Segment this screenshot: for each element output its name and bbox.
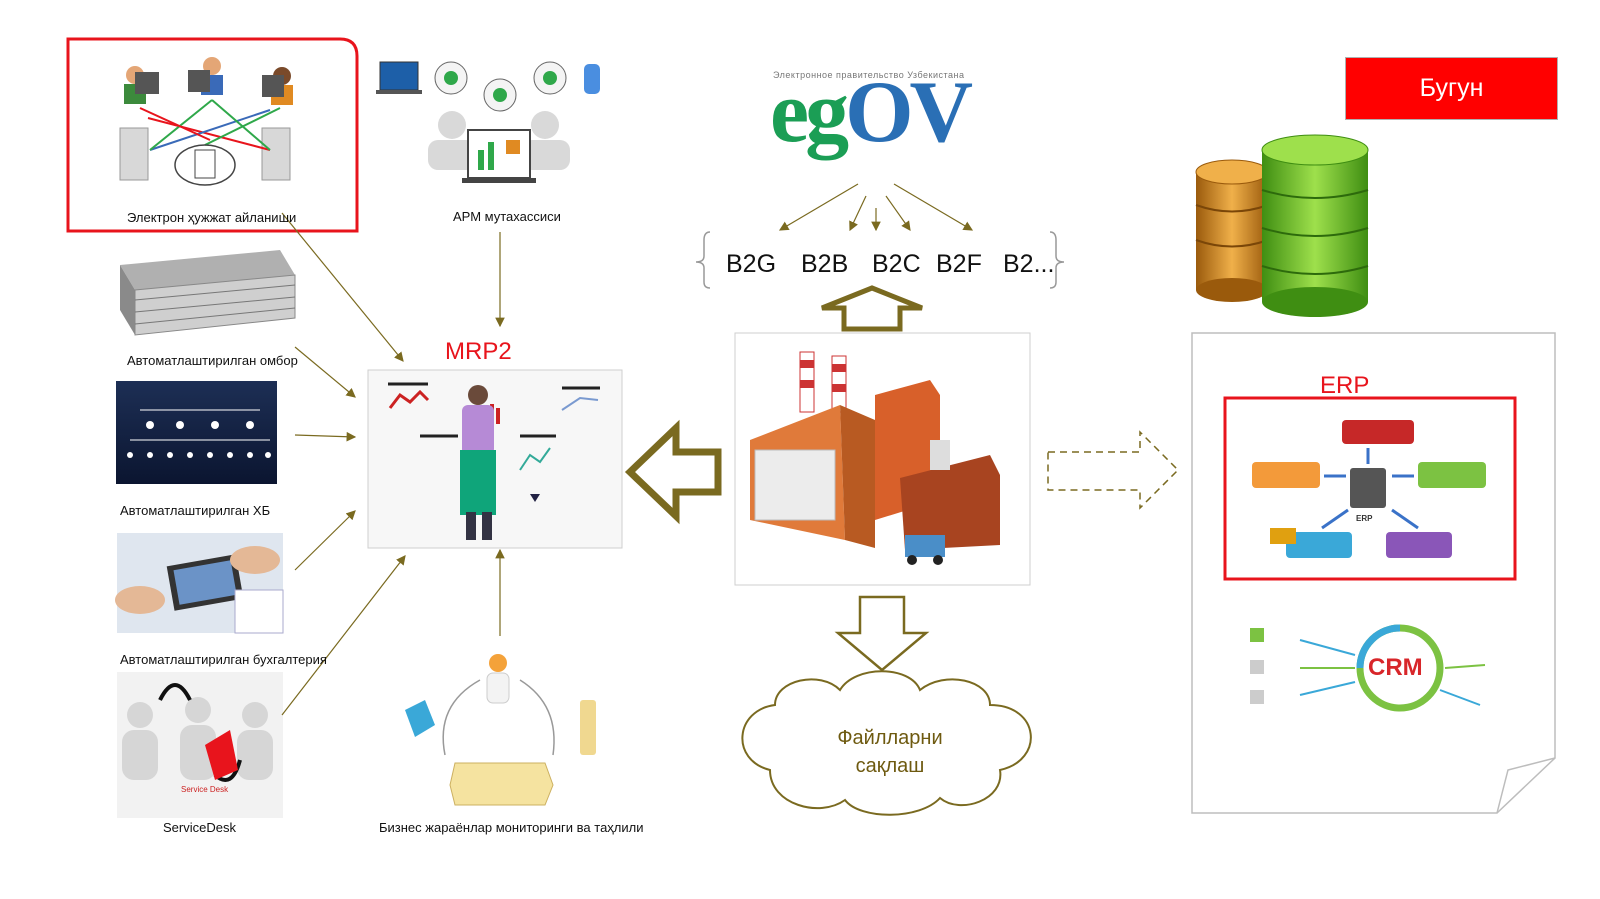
b2-item-b2c: B2C: [872, 250, 921, 278]
cloud-text: Файлларни сақлаш: [800, 724, 980, 780]
mrp2-title: MRP2: [445, 338, 512, 365]
arm-specialist-icon: [376, 61, 600, 183]
erp-title: ERP: [1320, 372, 1370, 399]
cloud-shape: [741, 670, 1032, 816]
egov-subtitle: Электронное правительство Узбекистана: [773, 70, 965, 80]
brace-right: [1049, 231, 1065, 289]
caption-warehouse: Автоматлаштирилган омбор: [127, 353, 298, 368]
caption-servicedesk: ServiceDesk: [163, 820, 236, 835]
arrow-factory-to-mrp2: [624, 419, 722, 525]
servicedesk-icon: [117, 672, 283, 818]
caption-arm: АРМ мутахассиси: [453, 209, 561, 224]
database-icon: [1195, 134, 1369, 317]
caption-accounting: Автоматлаштирилган бухгалтерия: [120, 652, 327, 667]
edoc-network-icon: [119, 57, 293, 186]
crm-label: CRM: [1368, 654, 1423, 681]
bpm-monitoring-icon: [405, 654, 596, 806]
crm-diagram: [1250, 624, 1486, 712]
erp-diagram: [1252, 420, 1486, 558]
servicedesk-inner-label: Service Desk: [181, 785, 229, 794]
b2-item-b2b: B2B: [801, 250, 849, 278]
erp-inner-label: ERP: [1356, 514, 1373, 523]
b2-item-b2g: B2G: [726, 250, 777, 278]
caption-hb: Автоматлаштирилган ХБ: [120, 503, 271, 518]
caption-edoc: Электрон ҳужжат айланиши: [127, 210, 297, 225]
egov-logo: egOV: [770, 64, 973, 161]
cloud-text-line1: Файлларни: [837, 727, 943, 749]
arrow-factory-up: [821, 285, 923, 332]
factory-icon: [750, 351, 1000, 565]
arrow-factory-down: [834, 595, 930, 672]
accounting-icon: [115, 533, 284, 634]
b2-item-other: B2...: [1003, 250, 1055, 278]
hierarchy-icon: [116, 381, 277, 484]
warehouse-icon: [120, 250, 296, 336]
caption-bpm: Бизнес жараёнлар мониторинги ва таҳлили: [379, 820, 644, 835]
today-badge: Бугун: [1345, 57, 1558, 120]
dashed-arrow-right: [1047, 430, 1180, 510]
b2-item-b2f: B2F: [936, 250, 982, 278]
mrp2-dashboard: [367, 369, 623, 549]
brace-left: [695, 231, 711, 289]
edoc-frame: [66, 37, 359, 233]
cloud-text-line2: сақлаш: [855, 755, 925, 777]
